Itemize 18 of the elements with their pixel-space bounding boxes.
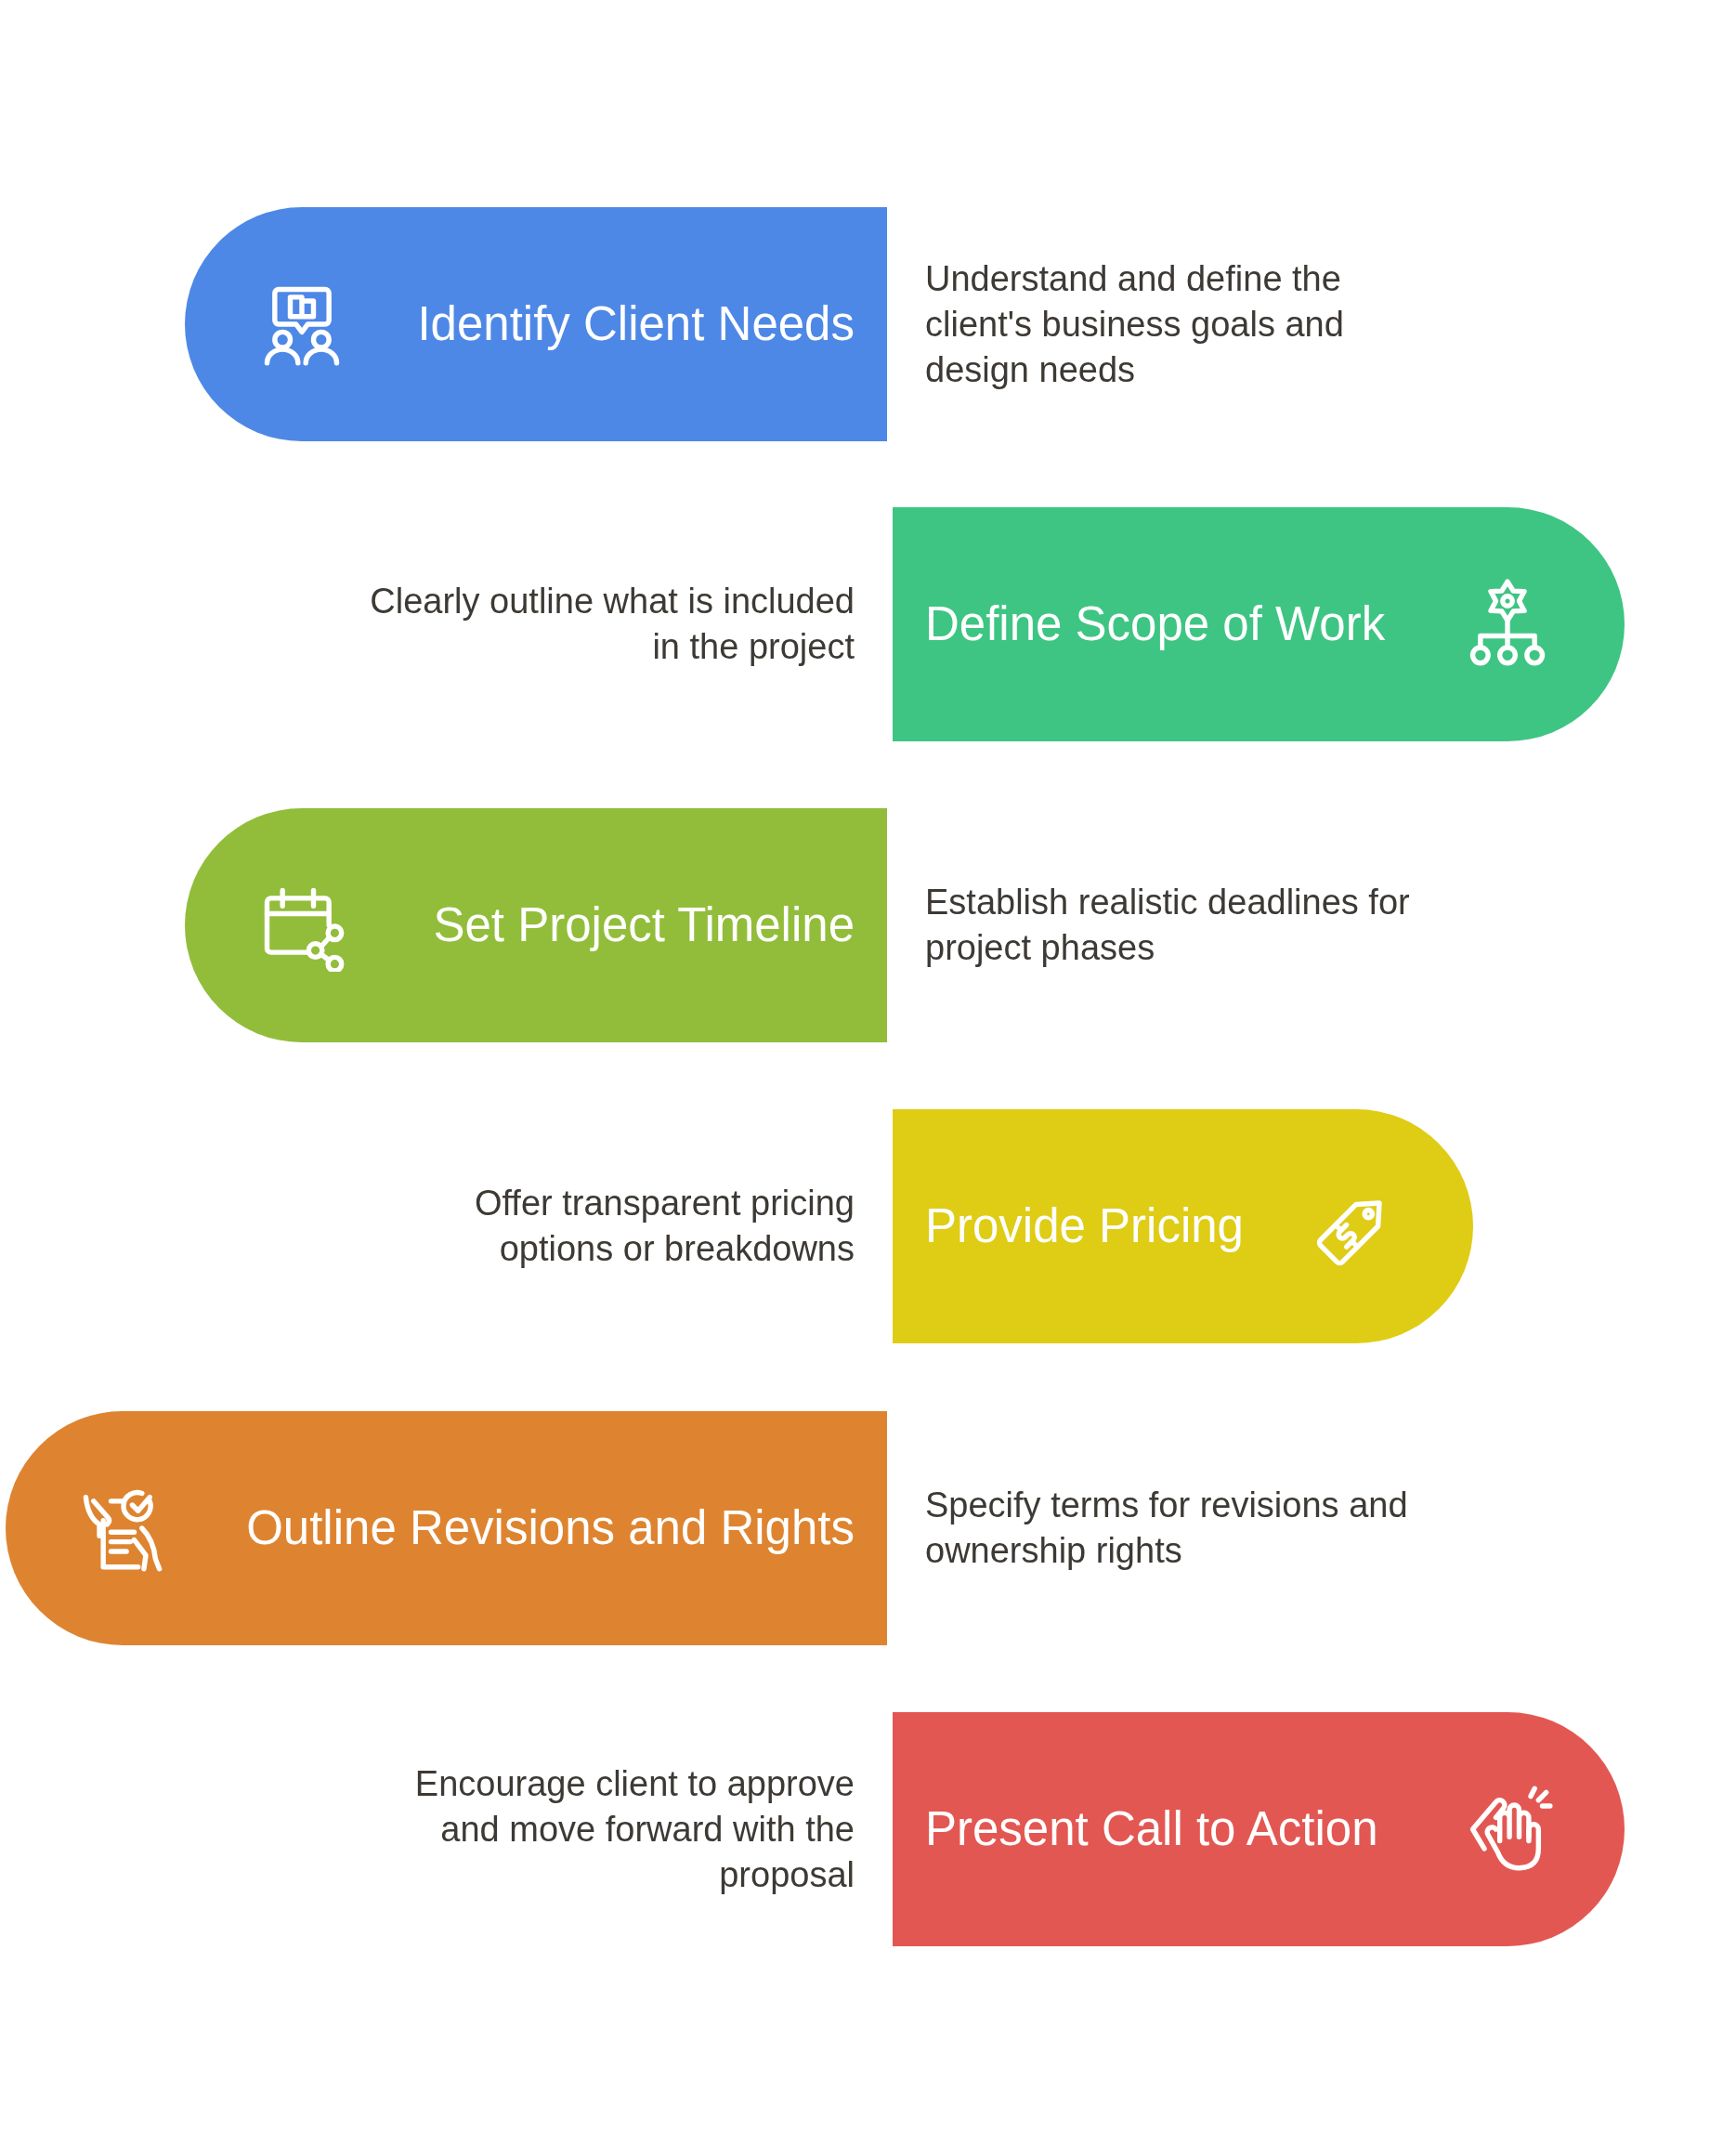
step-description: Establish realistic deadlines for project phases [925,882,1411,969]
step-band [185,207,887,441]
step-title: Present Call to Action [925,1801,1378,1858]
step-title: Provide Pricing [925,1198,1244,1255]
step-description: Understand and define the client's business goals and design needs [925,257,1345,391]
step-title: Outline Revisions and Rights [246,1500,855,1557]
step-band [6,1411,887,1645]
step-title: Identify Client Needs [417,296,855,353]
step-description: Specify terms for revisions and ownership rights [925,1485,1409,1572]
step-band [893,1109,1473,1343]
step-band [893,507,1625,741]
step-title: Set Project Timeline [433,897,855,954]
step-band [185,808,887,1042]
step-description: Encourage client to approve and move forward with the proposal [413,1762,855,1896]
step-title: Define Scope of Work [925,596,1386,653]
step-band [893,1712,1625,1946]
step-description: Offer transparent pricing options or breakdowns [473,1183,855,1270]
step-description: Clearly outline what is included in the project [369,581,855,668]
